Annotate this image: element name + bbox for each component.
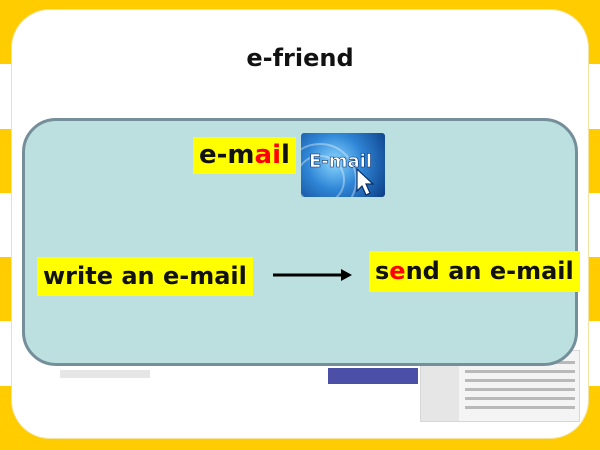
screenshot-row xyxy=(465,406,575,409)
email-word-highlight: ai xyxy=(254,140,281,170)
email-word-prefix: e-m xyxy=(199,140,255,170)
email-word-suffix: l xyxy=(281,140,290,170)
send-prefix: s xyxy=(375,257,390,285)
screenshot-row xyxy=(465,379,575,382)
background-element xyxy=(328,368,418,384)
slide-title: e-friend xyxy=(246,44,354,72)
content-panel: e-mail E-mail write an e-mail send an e-… xyxy=(22,118,580,366)
logo-graphic: E-mail xyxy=(309,151,375,196)
screenshot-row xyxy=(465,388,575,391)
screenshot-row xyxy=(465,370,575,373)
screenshot-row xyxy=(465,397,575,400)
logo-text: E-mail xyxy=(309,151,372,172)
right-arrow-icon xyxy=(273,269,352,281)
background-element xyxy=(60,370,150,378)
email-logo-icon: E-mail xyxy=(301,133,385,197)
email-word-label: e-mail xyxy=(193,137,296,174)
send-email-label: send an e-mail xyxy=(369,251,580,292)
send-suffix: nd an e-mail xyxy=(405,257,574,285)
write-email-label: write an e-mail xyxy=(37,257,253,296)
cursor-icon xyxy=(356,167,375,196)
logo-ring xyxy=(301,155,345,197)
send-highlight: e xyxy=(389,257,406,285)
